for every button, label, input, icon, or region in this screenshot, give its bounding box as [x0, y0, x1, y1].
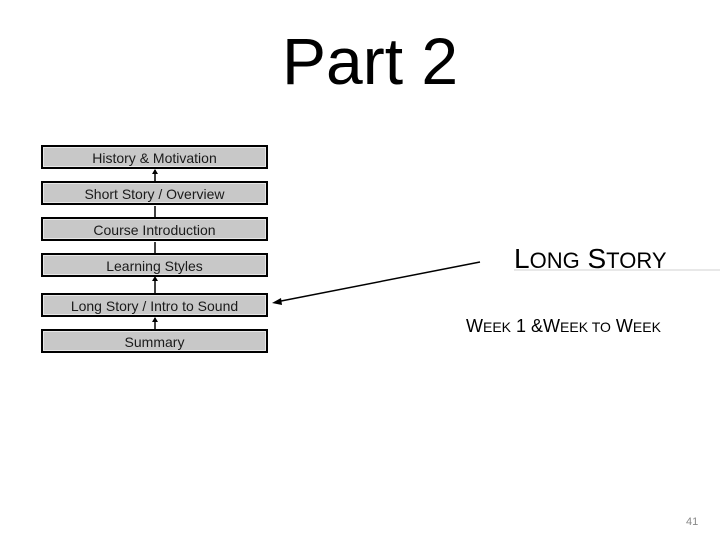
box-label: Learning Styles	[106, 258, 203, 274]
diagram-box-summary: Summary	[41, 329, 268, 353]
heading-cap: S	[579, 243, 607, 274]
heading-smallcaps: ONG	[529, 248, 580, 273]
box-label: Course Introduction	[93, 222, 216, 238]
box-label: Short Story / Overview	[84, 186, 225, 202]
diagram-box-history-motivation: History & Motivation	[41, 145, 268, 169]
diagram-box-learning-styles: Learning Styles	[41, 253, 268, 277]
pointer-arrowhead	[272, 298, 282, 305]
box-label: Summary	[124, 334, 185, 350]
week-smallcaps: EEK	[483, 319, 512, 335]
week-smallcaps: EEK TO	[560, 319, 611, 335]
diagram-box-course-introduction: Course Introduction	[41, 217, 268, 241]
heading-smallcaps: TORY	[606, 248, 667, 273]
week-smallcaps: EEK	[632, 319, 661, 335]
pointer-line	[275, 261, 481, 303]
diagram-box-long-story: Long Story / Intro to Sound	[41, 293, 268, 317]
box-label: History & Motivation	[92, 150, 217, 166]
week-subtitle: WEEK 1 &WEEK TO WEEK	[466, 316, 661, 337]
week-cap: W	[610, 316, 633, 336]
week-cap: W	[543, 316, 561, 336]
arrowhead-1	[152, 169, 158, 174]
diagram-box-short-story: Short Story / Overview	[41, 181, 268, 205]
long-story-heading: LONG STORY	[514, 243, 667, 275]
box-label: Long Story / Intro to Sound	[70, 298, 239, 314]
arrowhead-4	[152, 276, 158, 281]
week-cap: W	[466, 316, 483, 336]
week-mid: 1 &	[511, 316, 544, 336]
heading-cap: L	[514, 243, 530, 274]
slide-title: Part 2	[282, 24, 459, 98]
page-number: 41	[686, 516, 699, 528]
arrowhead-5	[152, 317, 158, 322]
